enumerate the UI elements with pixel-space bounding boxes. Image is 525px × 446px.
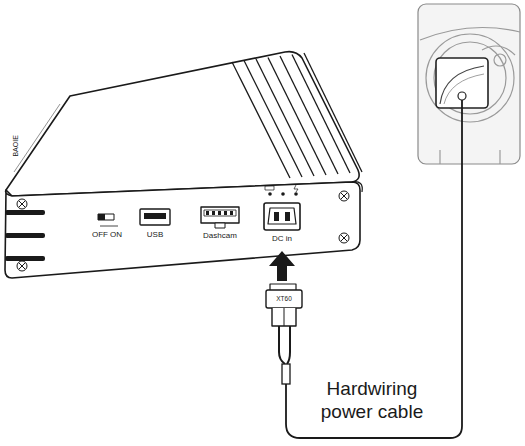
part-label: XT60 xyxy=(276,295,292,302)
hardwiring-cable xyxy=(279,100,462,438)
part-label: Dashcam xyxy=(203,232,237,241)
power-box xyxy=(5,52,362,278)
part-label: DC in xyxy=(272,235,292,244)
cooling-fin xyxy=(304,53,362,172)
cooling-fin xyxy=(256,59,314,176)
xt60-connector xyxy=(266,284,302,326)
cooling-fin xyxy=(280,56,338,174)
part-label: USB xyxy=(147,231,163,240)
cooling-fin xyxy=(244,61,302,178)
cooling-fin xyxy=(292,55,350,174)
cable-label: Hardwiring power cable xyxy=(302,378,442,424)
cooling-fin xyxy=(232,62,290,178)
car-dashboard xyxy=(418,4,520,164)
insert-arrow xyxy=(269,251,295,281)
cooling-fin xyxy=(268,58,326,176)
brand-name: BAOIE xyxy=(12,135,20,156)
part-label: ON xyxy=(110,231,122,240)
part-label: OFF xyxy=(92,231,108,240)
